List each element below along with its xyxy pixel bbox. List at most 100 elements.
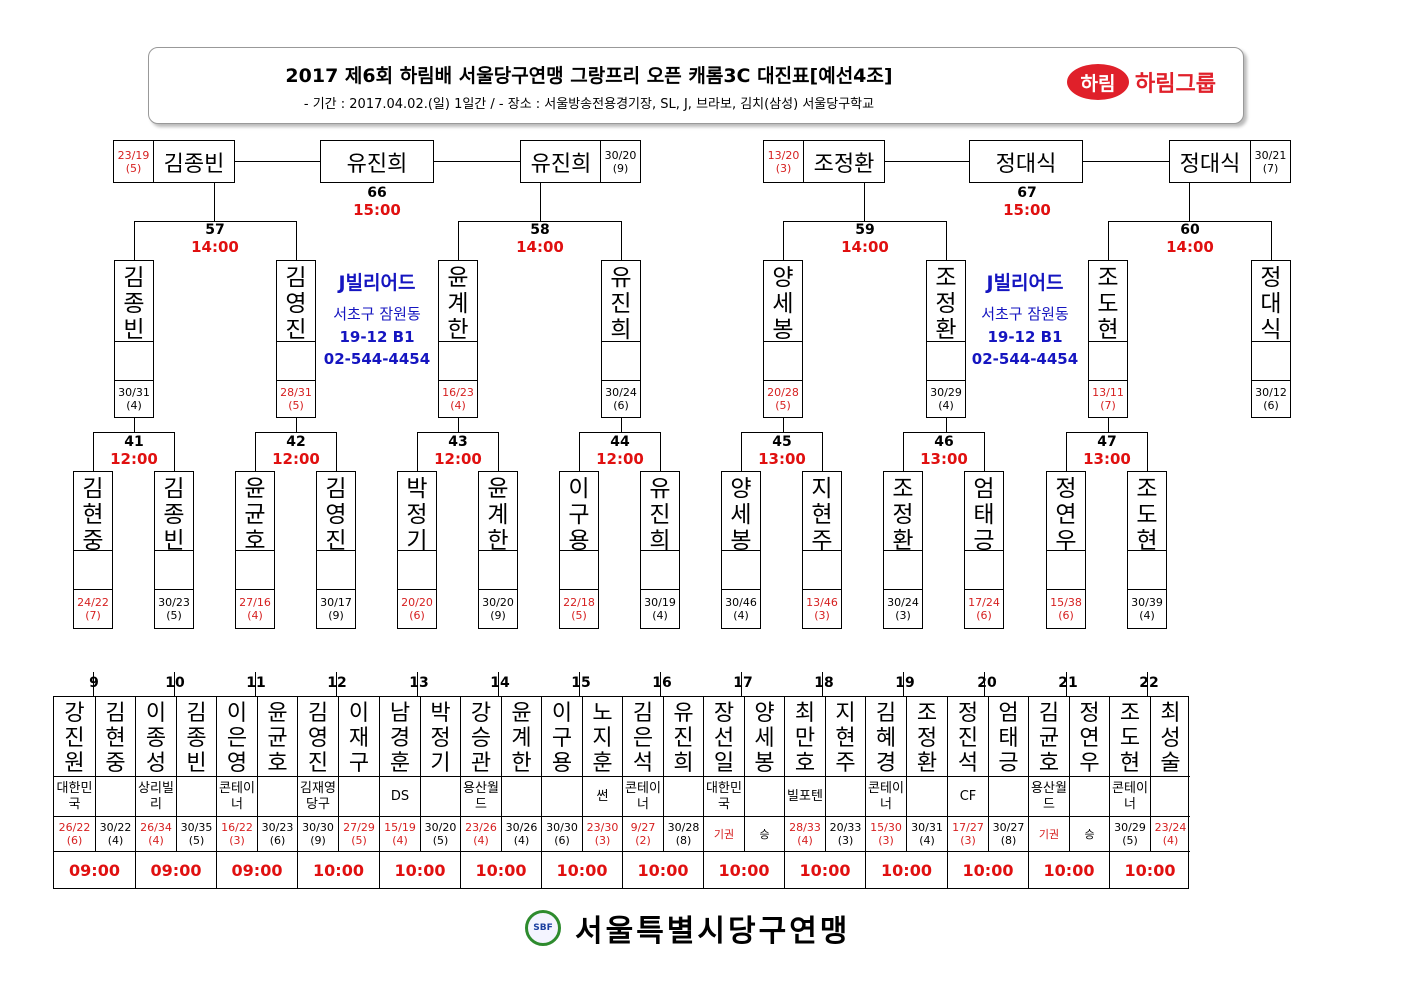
match-number: 13: [409, 675, 429, 691]
score-rank: (5): [571, 609, 587, 622]
bracket-line: [903, 432, 985, 433]
score-cell: 30/20(9): [600, 140, 641, 183]
score-value: 28/31: [280, 386, 312, 399]
bracket-line: [1066, 672, 1067, 696]
player-card: 윤계한: [478, 471, 518, 554]
score-value: (3): [878, 834, 894, 847]
venue-address: 서초구 잠원동: [333, 305, 421, 323]
match-number: 14: [490, 675, 510, 691]
match-number: 19: [895, 675, 915, 691]
score-value: 16/23: [442, 386, 474, 399]
player-name: 김종빈: [163, 476, 185, 554]
match-time: 10:00: [703, 851, 784, 889]
harim-logo-text: 하림그룹: [1135, 72, 1216, 97]
bracket-line: [134, 417, 135, 432]
match-time: 09:00: [54, 851, 135, 889]
blank-cell: [73, 550, 113, 590]
bracket-line: [336, 672, 337, 696]
score-rank: (6): [976, 609, 992, 622]
score-cell: 16/23(4): [438, 380, 478, 418]
bracket-line: [417, 432, 499, 433]
bracket-line: [1147, 432, 1148, 472]
player-name: 김현중: [82, 476, 104, 554]
player-name: 박정기: [420, 697, 460, 776]
score-value: (5): [188, 834, 205, 847]
score-rank: (7): [85, 609, 101, 622]
match-number: 67: [1017, 185, 1037, 201]
final-winner: 유진희: [320, 140, 434, 183]
venue-name: J빌리어드: [986, 272, 1064, 294]
match-time: 12:00: [434, 450, 482, 468]
player-card: 정대식: [1251, 260, 1291, 343]
player-club: 용산월드: [1028, 776, 1069, 816]
match-time: 10:00: [297, 851, 379, 889]
bracket-line: [660, 672, 661, 696]
score-cell: 30/29(5): [1109, 816, 1150, 851]
score-value: (6): [66, 834, 83, 847]
bracket-line: [458, 221, 459, 261]
score-value: (5): [351, 834, 367, 847]
match-number: 10: [165, 675, 185, 691]
score-value: 20/33: [829, 821, 862, 834]
score-value: 기권: [713, 827, 735, 841]
match-time: 12:00: [272, 450, 320, 468]
bracket-line: [946, 417, 947, 432]
bracket-line: [296, 221, 297, 261]
venue-name: J빌리어드: [338, 272, 416, 294]
player-club: 상리빌리: [135, 776, 176, 816]
score-value: (4): [392, 834, 408, 847]
score-value: (3): [594, 834, 611, 847]
score-cell: 30/30(9): [297, 816, 338, 851]
score-value: 23/26: [465, 821, 497, 834]
blank-cell: [601, 341, 641, 381]
score-cell: 30/46(4): [721, 589, 761, 629]
match-number: 46: [934, 434, 954, 450]
player-card: 윤균호: [235, 471, 275, 554]
score-cell: 24/22(7): [73, 589, 113, 629]
venue-address: 서초구 잠원동: [981, 305, 1069, 323]
footer-org: SBF 서울특별시당구연맹: [525, 906, 850, 950]
match-time: 09:00: [135, 851, 216, 889]
score-value: (7): [1262, 161, 1279, 175]
player-card: 김종빈: [114, 260, 154, 343]
score-value: 30/20: [604, 148, 637, 162]
blank-cell: [1046, 550, 1086, 590]
match-number: 47: [1097, 434, 1117, 450]
score-rank: (4): [938, 399, 954, 412]
bracket-line: [1108, 221, 1109, 261]
blank-cell: [276, 341, 316, 381]
player-name: 조정환: [906, 697, 947, 776]
bracket-line: [434, 161, 520, 162]
match-time: 14:00: [191, 238, 239, 256]
player-name: 조도현: [1136, 476, 1158, 554]
score-value: 13/11: [1092, 386, 1124, 399]
bracket-line: [783, 221, 784, 261]
score-cell: 23/26(4): [460, 816, 501, 851]
bracket-line: [579, 432, 661, 433]
bracket-line: [621, 417, 622, 432]
score-value: 30/31: [118, 386, 150, 399]
score-value: 20/20: [401, 596, 433, 609]
player-card: 이구용: [559, 471, 599, 554]
score-cell: 30/21(7): [1250, 140, 1291, 183]
player-name: 양세봉: [730, 476, 752, 554]
player-card: 양세봉: [763, 260, 803, 343]
score-value: (9): [612, 161, 629, 175]
player-club: 콘테이너: [1109, 776, 1150, 816]
score-value: 13/46: [806, 596, 838, 609]
score-cell: 20/20(6): [397, 589, 437, 629]
bracket-line: [296, 417, 297, 432]
bracket-line: [255, 432, 256, 472]
score-value: 27/16: [239, 596, 271, 609]
score-cell: 9/27(2): [622, 816, 663, 851]
bracket-line: [903, 432, 904, 472]
bracket-line: [1108, 221, 1272, 222]
score-value: 30/20: [482, 596, 514, 609]
player-name: 강진원: [64, 701, 85, 776]
player-name: 이재구: [338, 697, 379, 776]
match-time: 10:00: [1109, 851, 1190, 889]
bracket-line: [1108, 417, 1109, 432]
player-name: 김은석: [622, 697, 663, 776]
score-value: 30/24: [887, 596, 919, 609]
player-name: 김영진: [297, 697, 338, 776]
